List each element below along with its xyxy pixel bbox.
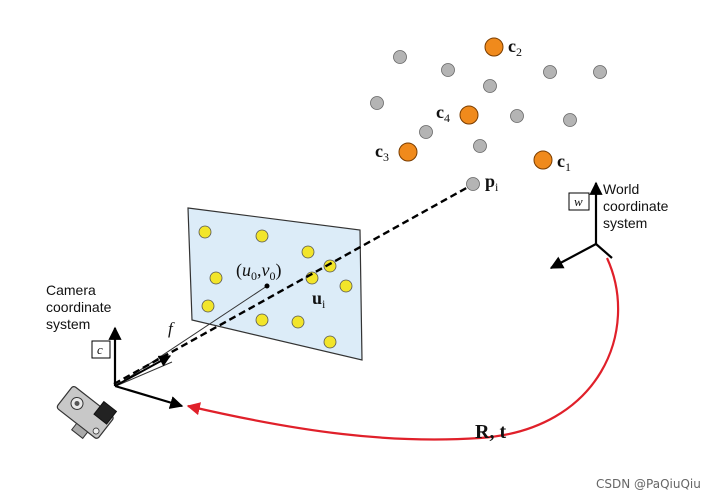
label-c1: c1 [557,151,571,174]
image-point [323,259,337,273]
transform-arrow [186,257,620,441]
projection-ray [113,184,471,386]
image-point [323,335,337,349]
control-point-c2 [484,37,504,57]
image-point [339,279,353,293]
camera-label-line1: Camera [46,282,96,298]
control-points [398,37,553,170]
camera-axis-right [114,384,184,409]
control-point-c4 [459,105,479,125]
world-frame-letter: w [574,194,583,209]
world-point [419,125,433,139]
image-point [291,315,305,329]
control-point-c3 [398,142,418,162]
world-frame-box [568,192,590,211]
world-axis-left [549,243,597,269]
world-point [483,79,497,93]
label-c2: c2 [508,36,522,59]
world-label-line3: system [603,215,647,231]
world-point [473,139,487,153]
world-label-line1: World [603,181,639,197]
label-c3: c3 [375,141,389,164]
image-plane [187,207,363,361]
image-point [209,271,223,285]
label-ui: ui [312,288,326,311]
camera-axis-forward [114,355,172,387]
world-point [393,50,407,64]
watermark: CSDN @PaQiuQiu [596,477,701,491]
principal-axis [115,285,268,387]
world-frame: w [549,181,613,269]
world-point [593,65,607,79]
camera-frame-letter: c [97,342,103,357]
label-principal-point: (u0,v0) [236,260,282,283]
world-axis-down [595,243,613,259]
camera-frame: c [91,326,184,409]
world-point [543,65,557,79]
world-point [563,113,577,127]
image-point [255,229,269,243]
label-focal-length: f [168,319,175,338]
control-point-c1 [533,150,553,170]
image-point [198,225,212,239]
image-point [255,313,269,327]
world-point-pi [466,177,480,191]
world-label-line2: coordinate [603,198,669,214]
camera-label-line3: system [46,316,90,332]
world-point [441,63,455,77]
transform-label: R, t [475,421,506,443]
world-points [370,50,607,191]
image-point [301,245,315,259]
camera-icon [56,385,118,440]
label-c4: c4 [436,102,450,125]
world-point [370,96,384,110]
camera-label-line2: coordinate [46,299,112,315]
camera-frame-box [91,340,111,359]
world-point [510,109,524,123]
focal-length-line [115,361,173,387]
image-point [201,299,215,313]
label-pi: pi [485,171,499,194]
principal-point [264,283,270,289]
image-points [198,225,353,349]
